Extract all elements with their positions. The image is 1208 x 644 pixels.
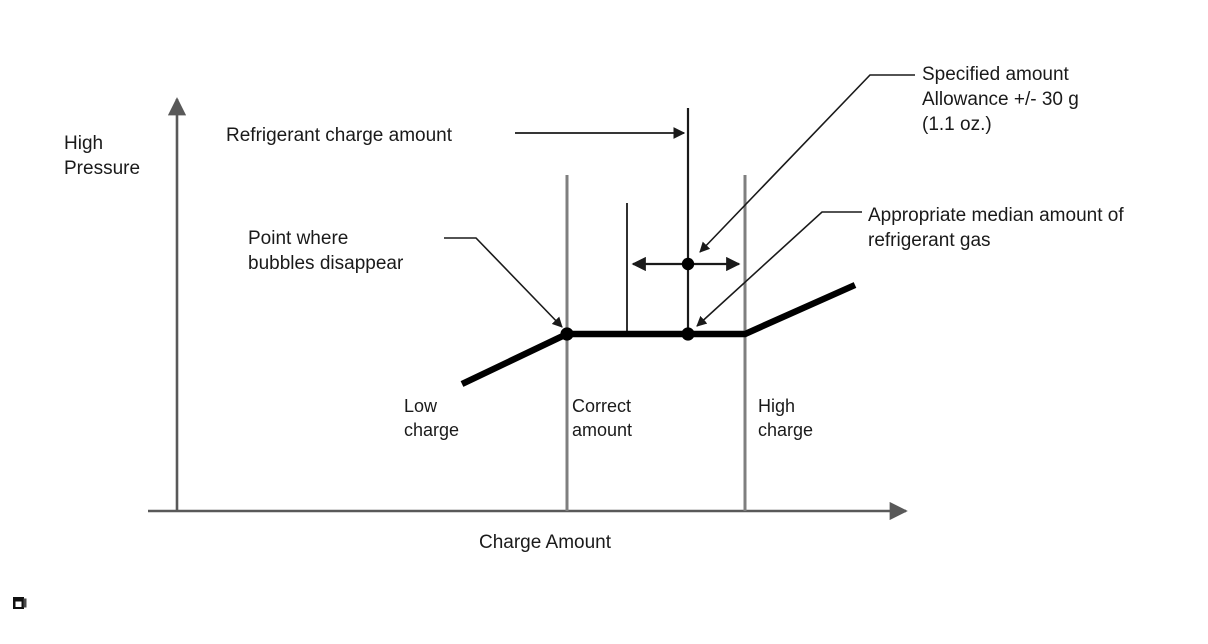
annotation-median-amount: Appropriate median amount of refrigerant… [868,205,1124,251]
annotation-refrigerant-charge-amount: Refrigerant charge amount [226,125,453,146]
leader-bubbles-disappear [444,237,563,328]
leader-bubbles-disappear-line [444,237,563,328]
zone-label-correct-amount: Correct amount [572,396,633,440]
tolerance-construction-lines [626,108,690,334]
bubbles-disappear-marker [560,327,574,341]
pressure-curve [460,282,857,387]
annotation-specified-amount: Specified amount Allowance +/- 30 g (1.1… [922,64,1079,135]
bookmark-icon [13,597,27,609]
median-amount-marker [681,327,695,341]
pressure-curve-path [460,282,857,387]
specified-amount-marker [681,257,695,271]
zone-dividers [565,175,747,511]
leader-median-amount [696,211,862,327]
tolerance-double-arrow [631,256,741,272]
leader-median-amount-line [696,211,862,327]
leader-specified-amount-line [699,74,915,253]
y-axis-label: High Pressure [64,133,141,179]
axes-group [148,97,908,521]
annotation-bubbles-disappear: Point where bubbles disappear [248,228,404,274]
x-axis-label: Charge Amount [479,532,612,553]
zone-label-low-charge: Low charge [404,396,460,440]
leader-specified-amount [699,74,915,253]
zone-label-high-charge: High charge [758,396,814,440]
